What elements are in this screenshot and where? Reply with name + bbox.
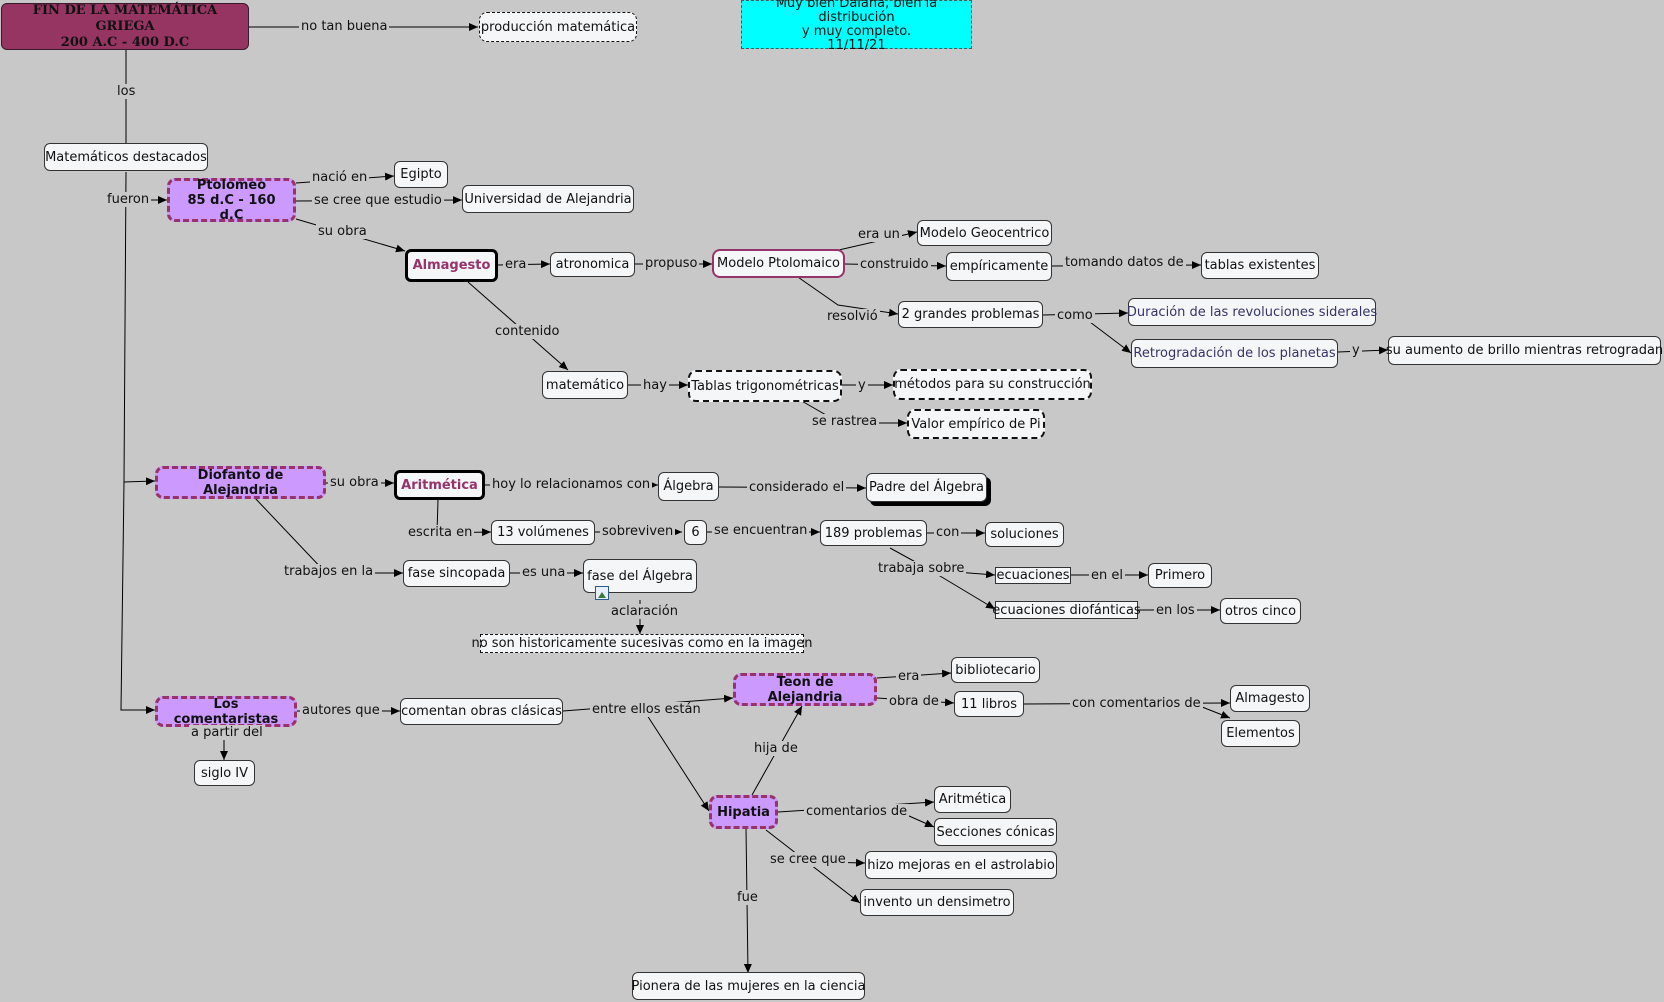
label-era-un: era un bbox=[856, 227, 902, 242]
label-fueron: fueron bbox=[105, 192, 152, 207]
node-modelo-geocentrico[interactable]: Modelo Geocentrico bbox=[917, 220, 1052, 246]
label-con: con bbox=[934, 525, 962, 540]
node-almagesto-2[interactable]: Almagesto bbox=[1230, 685, 1310, 712]
node-hipatia[interactable]: Hipatia bbox=[709, 795, 778, 829]
label-se-cree-que: se cree que bbox=[768, 852, 848, 867]
label-en-los: en los bbox=[1154, 603, 1197, 618]
label-fue: fue bbox=[735, 890, 760, 905]
node-valor-pi[interactable]: Valor empírico de Pi bbox=[907, 409, 1045, 439]
node-aritmetica[interactable]: Aritmética bbox=[394, 470, 485, 500]
node-empiricamente[interactable]: empíricamente bbox=[946, 252, 1052, 281]
node-soluciones[interactable]: soluciones bbox=[985, 522, 1064, 547]
label-se-cree-que-estudio: se cree que estudio bbox=[312, 193, 444, 208]
node-universidad[interactable]: Universidad de Alejandria bbox=[462, 185, 634, 213]
label-escrita-en: escrita en bbox=[406, 525, 475, 540]
node-189-problemas[interactable]: 189 problemas bbox=[820, 520, 927, 546]
node-aumento-brillo[interactable]: su aumento de brillo mientras retrograda… bbox=[1386, 336, 1663, 365]
label-sobreviven: sobreviven bbox=[600, 524, 676, 539]
label-autores-que: autores que bbox=[300, 703, 382, 718]
label-tomando-datos-de: tomando datos de bbox=[1063, 255, 1186, 270]
label-su-obra-2: su obra bbox=[328, 475, 381, 490]
label-hoy-lo-relacionamos: hoy lo relacionamos con bbox=[490, 477, 653, 492]
ptolomeo-dates: 85 d.C - 160 d.C bbox=[187, 192, 276, 223]
node-algebra[interactable]: Álgebra bbox=[658, 472, 719, 501]
label-se-encuentran: se encuentran bbox=[712, 523, 810, 538]
node-fase-algebra[interactable]: fase del Álgebra bbox=[583, 559, 697, 593]
node-otros-cinco[interactable]: otros cinco bbox=[1220, 598, 1301, 624]
label-se-rastrea: se rastrea bbox=[810, 414, 880, 429]
label-propuso: propuso bbox=[643, 256, 700, 271]
node-matematico[interactable]: matemático bbox=[542, 371, 628, 399]
label-resolvio: resolvió bbox=[825, 309, 880, 324]
node-matematicos[interactable]: Matemáticos destacados bbox=[44, 143, 208, 171]
node-comentan-obras[interactable]: comentan obras clásicas bbox=[400, 698, 563, 725]
label-con-comentarios-de: con comentarios de bbox=[1070, 696, 1203, 711]
label-considerado-el: considerado el bbox=[747, 480, 847, 495]
node-ecuaciones[interactable]: ecuaciones bbox=[995, 567, 1071, 584]
node-siglo-iv[interactable]: siglo IV bbox=[194, 760, 255, 786]
map-title: FIN DE LA MATEMÁTICA GRIEGA 200 A.C - 40… bbox=[1, 3, 249, 50]
label-era: era bbox=[503, 257, 529, 272]
node-elementos[interactable]: Elementos bbox=[1221, 720, 1300, 747]
label-es-una: es una bbox=[520, 565, 568, 580]
node-almagesto[interactable]: Almagesto bbox=[405, 249, 498, 282]
node-ptolomeo[interactable]: Ptolomeo 85 d.C - 160 d.C bbox=[167, 177, 296, 223]
label-trabajos-en-la: trabajos en la bbox=[282, 564, 376, 579]
node-retrogradacion[interactable]: Retrogradación de los planetas bbox=[1131, 339, 1338, 368]
node-egipto[interactable]: Egipto bbox=[394, 161, 448, 188]
label-construido: construido bbox=[858, 257, 931, 272]
node-diofanto[interactable]: Diofanto de Alejandria bbox=[155, 466, 326, 499]
node-aritmetica-2[interactable]: Aritmética bbox=[934, 786, 1011, 813]
node-modelo-ptolomaico[interactable]: Modelo Ptolomaico bbox=[712, 249, 845, 278]
ptolomeo-name: Ptolomeo bbox=[196, 177, 267, 193]
node-metodos-construccion[interactable]: métodos para su construcción bbox=[893, 369, 1092, 400]
label-era-2: era bbox=[896, 669, 922, 684]
note-line-1: Muy bien Daiana, bien la distribución bbox=[775, 0, 938, 25]
node-no-son-sucesivas[interactable]: no son historicamente sucesivas como en … bbox=[471, 634, 813, 653]
node-padre-algebra[interactable]: Padre del Álgebra bbox=[866, 473, 987, 502]
title-line-2: 200 A.C - 400 D.C bbox=[60, 34, 190, 50]
node-densimetro[interactable]: invento un densimetro bbox=[860, 889, 1014, 916]
node-astrolabio[interactable]: hizo mejoras en el astrolabio bbox=[865, 851, 1057, 879]
node-comentaristas[interactable]: Los comentaristas bbox=[155, 696, 297, 727]
label-en-el: en el bbox=[1089, 568, 1125, 583]
label-los: los bbox=[115, 84, 138, 99]
node-atronomica[interactable]: atronomica bbox=[550, 252, 635, 277]
label-a-partir-del: a partir del bbox=[189, 725, 265, 740]
label-nacio-en: nació en bbox=[310, 170, 370, 185]
label-como: como bbox=[1055, 308, 1095, 323]
node-primero[interactable]: Primero bbox=[1148, 563, 1212, 588]
node-fase-sincopada[interactable]: fase sincopada bbox=[403, 560, 510, 587]
label-no-tan-buena: no tan buena bbox=[299, 19, 390, 34]
title-line-1: FIN DE LA MATEMÁTICA GRIEGA bbox=[32, 2, 218, 34]
node-11-libros[interactable]: 11 libros bbox=[954, 691, 1024, 717]
node-tablas-existentes[interactable]: tablas existentes bbox=[1201, 252, 1319, 279]
node-pionera[interactable]: Pionera de las mujeres en la ciencia bbox=[632, 972, 865, 1000]
label-y-2: y bbox=[856, 378, 868, 393]
node-produccion[interactable]: producción matemática bbox=[479, 12, 637, 42]
label-comentarios-de: comentarios de bbox=[804, 804, 910, 819]
label-entre-ellos-estan: entre ellos están bbox=[590, 702, 703, 717]
label-hay: hay bbox=[641, 378, 669, 393]
label-obra-de: obra de bbox=[887, 694, 941, 709]
label-contenido: contenido bbox=[493, 324, 562, 339]
node-bibliotecario[interactable]: bibliotecario bbox=[951, 657, 1040, 683]
label-aclaracion: aclaración bbox=[609, 604, 680, 619]
node-tablas-trigonometricas[interactable]: Tablas trigonométricas bbox=[688, 370, 842, 402]
label-y-1: y bbox=[1350, 343, 1362, 358]
node-seis[interactable]: 6 bbox=[684, 520, 707, 545]
label-trabaja-sobre: trabaja sobre bbox=[876, 561, 967, 576]
node-ecuaciones-diofanticas[interactable]: ecuaciones diofánticas bbox=[992, 601, 1141, 619]
node-grandes-problemas[interactable]: 2 grandes problemas bbox=[898, 301, 1043, 328]
label-hija-de: hija de bbox=[752, 741, 800, 756]
note-line-3: 11/11/21 bbox=[827, 37, 886, 53]
label-su-obra: su obra bbox=[316, 224, 369, 239]
image-attachment-icon[interactable] bbox=[595, 586, 609, 600]
teacher-note: Muy bien Daiana, bien la distribución y … bbox=[741, 0, 972, 52]
node-secciones-conicas[interactable]: Secciones cónicas bbox=[934, 818, 1057, 846]
node-duracion-revoluciones[interactable]: Duración de las revoluciones siderales bbox=[1127, 298, 1377, 326]
note-line-2: y muy completo. bbox=[801, 23, 912, 39]
node-volumenes[interactable]: 13 volúmenes bbox=[491, 520, 595, 545]
node-teon[interactable]: Teon de Alejandria bbox=[733, 673, 877, 706]
